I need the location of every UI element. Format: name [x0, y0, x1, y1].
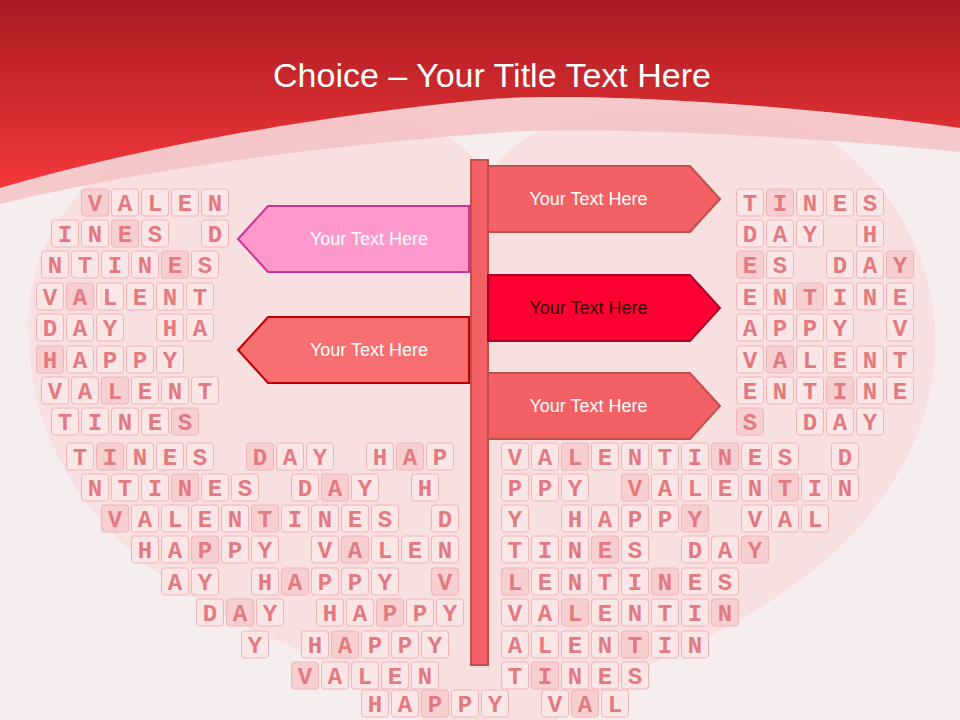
watermark-text: TINES — [735, 191, 893, 219]
watermark-text: VALENTINES D — [100, 507, 468, 535]
signpost-arrow: Your Text Here — [487, 165, 721, 233]
watermark-holder: VALEN — [290, 664, 448, 692]
watermark-text: VALEN — [290, 664, 448, 692]
arrow-outline — [238, 206, 469, 272]
signpost-arrow: Your Text Here — [487, 274, 721, 342]
watermark-text: S DAY — [735, 410, 893, 438]
watermark-text: DAY HA — [35, 316, 223, 344]
watermark-text: VALENT — [35, 285, 223, 313]
watermark-holder: TINES — [500, 664, 658, 692]
watermark-holder: HAPPY — [35, 348, 193, 376]
signpost-arrow: Your Text Here — [487, 372, 721, 440]
watermark-holder: ENTINE — [735, 379, 923, 407]
watermark-holder: ES DAY — [735, 253, 923, 281]
watermark-holder: VALENTIN — [500, 601, 748, 629]
watermark-text: HAPPY VALEN — [130, 538, 468, 566]
watermark-holder: PPY VALENTIN — [500, 476, 868, 504]
watermark-holder: DAY HAPPY — [195, 601, 473, 629]
title-holder: Choice – Your Title Text Here — [12, 55, 960, 95]
watermark-holder: S DAY — [735, 410, 893, 438]
watermark-text: ENTINE — [735, 285, 923, 313]
watermark-holder: APPY V — [735, 316, 923, 344]
watermark-text: INES D — [50, 222, 238, 250]
watermark-text: TINES — [50, 410, 208, 438]
watermark-text: VALENTIN — [500, 601, 748, 629]
watermark-text: PPY VALENTIN — [500, 476, 868, 504]
watermark-text: AY HAPPY V — [160, 570, 468, 598]
sign-text: Your Text Here — [529, 297, 647, 319]
arrow-outline — [488, 275, 720, 341]
arrow-outline — [488, 373, 720, 439]
watermark-holder: VALENTINES D — [500, 445, 868, 473]
watermark-text: ENTINE — [735, 379, 923, 407]
watermark-text: ALENTIN — [500, 633, 718, 661]
watermark-text: LENTINES — [500, 570, 748, 598]
watermark-holder: NTINES DAY H — [80, 476, 448, 504]
watermark-text: DAY H — [735, 222, 893, 250]
watermark-holder: TINES — [735, 191, 893, 219]
slide-title: Choice – Your Title Text Here — [12, 55, 960, 95]
signpost-arrow: Your Text Here — [237, 316, 470, 384]
watermark-holder: LENTINES — [500, 570, 748, 598]
watermark-text: TINES DAY HAP — [65, 445, 463, 473]
watermark-holder: ALENTIN — [500, 633, 718, 661]
arrow-outline — [488, 166, 720, 232]
watermark-text: APPY V — [735, 316, 923, 344]
watermark-holder: AY HAPPY V — [160, 570, 468, 598]
watermark-holder: DAY H — [735, 222, 893, 250]
watermark-holder: HAPPY VALEN — [130, 538, 468, 566]
watermark-text: TINES — [500, 664, 658, 692]
watermark-holder: Y HAPPY — [240, 633, 458, 661]
watermark-text: TINES DAY — [500, 538, 778, 566]
sign-text: Your Text Here — [310, 228, 428, 250]
sign-text: Your Text Here — [529, 188, 647, 210]
watermark-text: NTINES — [40, 253, 228, 281]
watermark-text: Y HAPPY — [240, 633, 458, 661]
watermark-text: HAPPY VAL — [360, 692, 638, 720]
watermark-holder: VALENTINES D — [100, 507, 468, 535]
watermark-text: DAY HAPPY — [195, 601, 473, 629]
signpost-arrow: Your Text Here — [237, 205, 470, 273]
watermark-holder: DAY HA — [35, 316, 223, 344]
sign-text: Your Text Here — [529, 395, 647, 417]
watermark-holder: TINES DAY — [500, 538, 778, 566]
watermark-holder: VALENT — [35, 285, 223, 313]
watermark-holder: ENTINE — [735, 285, 923, 313]
heart-shape — [28, 106, 935, 720]
watermark-holder: TINES DAY HAP — [65, 445, 463, 473]
watermark-holder: Y HAPPY VAL — [500, 507, 838, 535]
sign-post — [471, 160, 488, 665]
watermark-holder: HAPPY VAL — [360, 692, 638, 720]
watermark-text: NTINES DAY H — [80, 476, 448, 504]
sign-text: Your Text Here — [310, 339, 428, 361]
watermark-holder: TINES — [50, 410, 208, 438]
watermark-text: VALENTINES D — [500, 445, 868, 473]
arrow-outline — [238, 317, 469, 383]
watermark-text: VALENT — [735, 348, 923, 376]
watermark-holder: INES D — [50, 222, 238, 250]
watermark-text: VALENT — [40, 379, 228, 407]
watermark-text: ES DAY — [735, 253, 923, 281]
watermark-holder: VALENT — [735, 348, 923, 376]
watermark-text: HAPPY — [35, 348, 193, 376]
watermark-holder: VALENT — [40, 379, 228, 407]
watermark-text: VALEN — [80, 191, 238, 219]
watermark-text: Y HAPPY VAL — [500, 507, 838, 535]
watermark-holder: NTINES — [40, 253, 228, 281]
watermark-holder: VALEN — [80, 191, 238, 219]
